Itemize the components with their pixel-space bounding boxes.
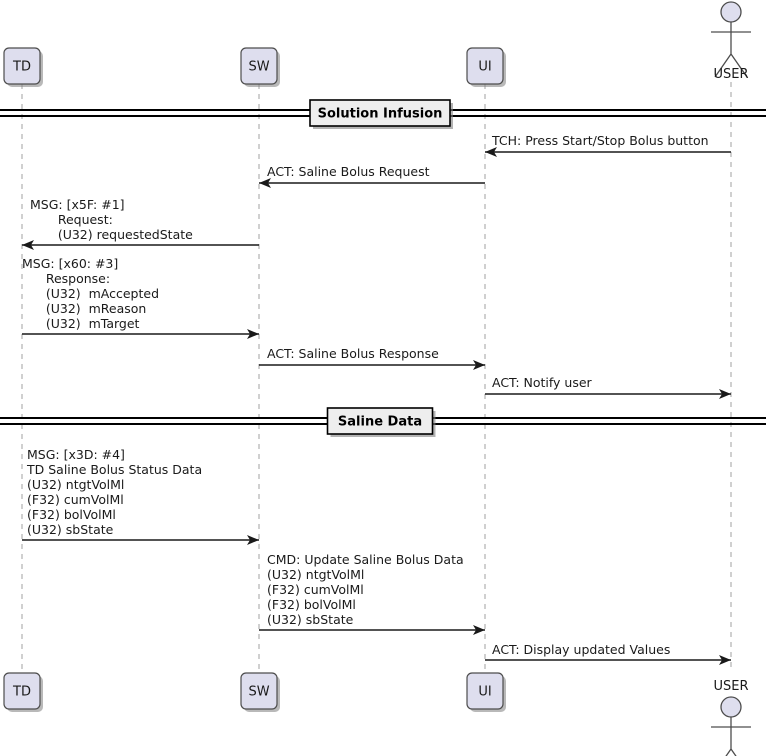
message-label-line: MSG: [x5F: #1] [30, 197, 125, 212]
message-label-line: (U32) ntgtVolMl [267, 567, 364, 582]
divider-box [309, 99, 451, 127]
message-arrowhead [719, 389, 731, 399]
message-label-line: Response: [22, 271, 110, 286]
lifelines-group [21, 82, 732, 673]
divider-2: Saline Data [0, 407, 766, 437]
message-label-line: (U32) ntgtVolMl [27, 477, 124, 492]
message-label-line: (F32) cumVolMl [267, 582, 364, 597]
message-m3[interactable]: MSG: [x5F: #1] Request: (U32) requestedS… [22, 197, 259, 250]
message-m9[interactable]: ACT: Display updated Values [485, 642, 731, 665]
participant-box [466, 47, 504, 85]
message-m4[interactable]: MSG: [x60: #3] Response: (U32) mAccepted… [22, 256, 259, 339]
participant-box [3, 672, 41, 710]
message-label-line: TCH: Press Start/Stop Bolus button [491, 133, 709, 148]
message-arrowhead [247, 329, 259, 339]
message-label-line: (U32) sbState [267, 612, 354, 627]
divider-label: Saline Data [338, 415, 422, 430]
message-label-line: ACT: Saline Bolus Request [267, 164, 430, 179]
message-label-line: (F32) cumVolMl [27, 492, 124, 507]
message-label: MSG: [x3D: #4]TD Saline Bolus Status Dat… [26, 447, 202, 537]
message-m1[interactable]: TCH: Press Start/Stop Bolus button [485, 133, 731, 157]
participant-label: TD [12, 60, 31, 75]
message-m6[interactable]: ACT: Notify user [485, 375, 731, 399]
message-arrowhead [259, 178, 271, 188]
message-label-line: CMD: Update Saline Bolus Data [267, 552, 464, 567]
message-label: ACT: Saline Bolus Request [267, 164, 430, 179]
message-m5[interactable]: ACT: Saline Bolus Response [259, 346, 485, 370]
participant-box [240, 672, 278, 710]
message-m7[interactable]: MSG: [x3D: #4]TD Saline Bolus Status Dat… [22, 447, 259, 545]
message-label: ACT: Display updated Values [492, 642, 670, 657]
message-m8[interactable]: CMD: Update Saline Bolus Data(U32) ntgtV… [259, 552, 485, 635]
message-arrowhead [473, 360, 485, 370]
message-arrowhead [22, 240, 34, 250]
message-label-line: MSG: [x3D: #4] [27, 447, 125, 462]
actor-body-icon [711, 717, 751, 756]
divider-label: Solution Infusion [318, 107, 443, 122]
participant-user[interactable]: USER [711, 679, 751, 756]
message-label: ACT: Saline Bolus Response [267, 346, 439, 361]
message-label-line: (F32) bolVolMl [27, 507, 116, 522]
message-arrowhead [473, 625, 485, 635]
message-arrowhead [719, 655, 731, 665]
participant-label: SW [248, 685, 269, 700]
participant-box [466, 672, 504, 710]
message-label-line: ACT: Notify user [492, 375, 593, 390]
message-label-line: (U32) requestedState [30, 227, 193, 242]
participant-sw[interactable]: SW [240, 672, 280, 712]
participant-label: UI [478, 60, 491, 75]
message-label-line: MSG: [x60: #3] [22, 256, 118, 271]
message-label-line: (U32) sbState [27, 522, 114, 537]
actor-body-icon [711, 22, 751, 78]
message-m2[interactable]: ACT: Saline Bolus Request [259, 164, 485, 188]
participant-td[interactable]: TD [3, 672, 43, 712]
message-label-line: TD Saline Bolus Status Data [26, 462, 202, 477]
message-label-line: ACT: Saline Bolus Response [267, 346, 439, 361]
participant-label: UI [478, 685, 491, 700]
message-label-line: ACT: Display updated Values [492, 642, 670, 657]
message-label: CMD: Update Saline Bolus Data(U32) ntgtV… [267, 552, 464, 627]
actor-head-icon [720, 1, 742, 23]
participant-label: TD [12, 685, 31, 700]
participant-ui[interactable]: UI [466, 672, 506, 712]
participants-group: TD TD SW SW UI UI USER USER [3, 1, 751, 756]
divider-1: Solution Infusion [0, 99, 766, 129]
message-label-line: (U32) mAccepted [22, 286, 159, 301]
participant-sw[interactable]: SW [240, 47, 280, 87]
participant-box [240, 47, 278, 85]
message-arrowhead [247, 535, 259, 545]
message-label: TCH: Press Start/Stop Bolus button [491, 133, 709, 148]
participant-user[interactable]: USER [711, 1, 751, 82]
message-label: MSG: [x60: #3] Response: (U32) mAccepted… [22, 256, 159, 331]
participant-td[interactable]: TD [3, 47, 43, 87]
participant-label: USER [713, 67, 748, 82]
message-label-line: (U32) mTarget [22, 316, 140, 331]
participant-label: SW [248, 60, 269, 75]
participant-ui[interactable]: UI [466, 47, 506, 87]
participant-box [3, 47, 41, 85]
message-label-line: (F32) bolVolMl [267, 597, 356, 612]
message-label-line: (U32) mReason [22, 301, 146, 316]
message-label: ACT: Notify user [492, 375, 593, 390]
divider-box [326, 407, 434, 435]
participant-label: USER [713, 679, 748, 694]
message-label: MSG: [x5F: #1] Request: (U32) requestedS… [30, 197, 193, 242]
actor-head-icon [720, 696, 742, 718]
message-arrowhead [485, 147, 497, 157]
message-label-line: Request: [30, 212, 113, 227]
